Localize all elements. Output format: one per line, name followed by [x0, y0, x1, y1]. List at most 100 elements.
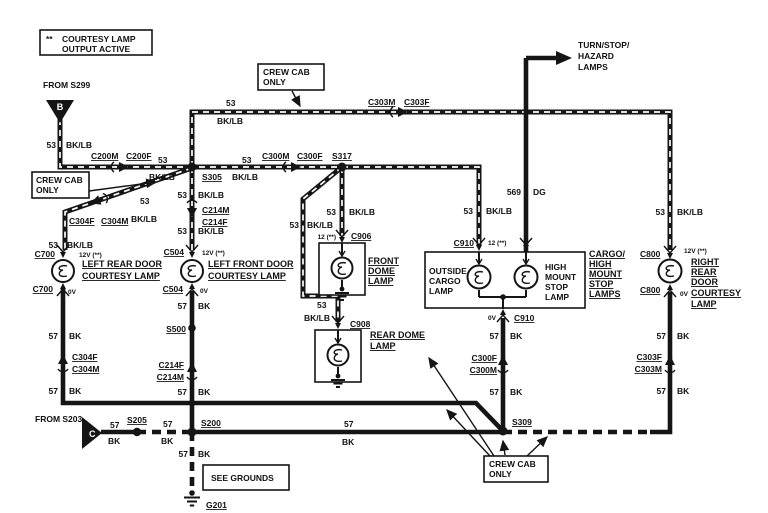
connector-c504-bottom-icon	[185, 283, 199, 297]
crew-cab-box-bottom	[483, 455, 549, 483]
connector-c910-bottom-icon	[496, 309, 510, 323]
wire-gauge: 57	[178, 301, 188, 311]
splice-s305	[187, 162, 197, 172]
right-rear-door-lamp-icon	[657, 258, 683, 284]
courtesy-note-stars: **	[46, 34, 53, 44]
wire-color: BK	[510, 331, 523, 341]
front-dome-lamp-icon	[330, 256, 354, 280]
connector-label-c303f-lower: C303F	[636, 352, 662, 362]
wire-color: BK	[198, 301, 211, 311]
wire-gauge: 53	[290, 220, 300, 230]
wire-color: BK/LB	[232, 172, 258, 182]
pin-label-12: 12 (**)	[488, 240, 506, 247]
connector-c700-top-icon	[56, 244, 70, 258]
connector-label-c214m-lower: C214M	[157, 372, 184, 382]
crew-cab-box-left	[31, 171, 90, 199]
crew-cab-top-line1: CREW CAB	[263, 67, 310, 77]
front-dome-label-1: FRONT	[368, 256, 399, 266]
wire-color: BK	[677, 386, 690, 396]
voltage-label-0v: 0V	[68, 289, 77, 296]
high-mount-label-1: HIGH	[545, 262, 566, 272]
connector-label-c304f: C304F	[69, 216, 95, 226]
connector-c504-top-icon	[185, 244, 199, 258]
wire-gauge: 57	[49, 386, 59, 396]
crew-cab-arrow-diagonal	[446, 408, 491, 457]
outside-cargo-label-2: CARGO	[429, 276, 461, 286]
see-grounds-box	[202, 464, 290, 491]
wire-gauge: 53	[327, 207, 337, 217]
crew-cab-arrow-bus	[526, 436, 549, 457]
crew-cab-left-line1: CREW CAB	[36, 175, 83, 185]
connector-label-c700-top: C700	[35, 249, 56, 259]
wire-color: BK/LB	[66, 140, 92, 150]
turn-stop-label-3: LAMPS	[578, 62, 608, 72]
splice-s500	[188, 324, 196, 332]
splice-label-s200: S200	[201, 418, 221, 428]
see-grounds-label: SEE GROUNDS	[211, 473, 274, 483]
rear-dome-lamp-icon	[326, 343, 350, 367]
cargo-arrows-in	[475, 258, 530, 266]
connector-label-c214f-lower: C214F	[158, 360, 184, 370]
wire-gauge: 57	[490, 331, 500, 341]
front-dome-label-2: DOME	[368, 266, 395, 276]
splice-label-s305: S305	[202, 172, 222, 182]
sources: B C	[46, 100, 102, 449]
wire-color: BK	[69, 331, 82, 341]
cargo-high-label-2: HIGH	[589, 259, 612, 269]
right-rear-door-label-4: COURTESY	[691, 288, 741, 298]
right-rear-door-label-2: REAR	[691, 267, 717, 277]
high-mount-lamp-icon	[513, 264, 539, 290]
stripe-overlay	[59, 119, 480, 246]
outside-cargo-label-3: LAMP	[429, 286, 453, 296]
courtesy-note-line2: OUTPUT ACTIVE	[62, 44, 130, 54]
wire-color: BK	[677, 331, 690, 341]
connector-label-c504-top: C504	[164, 247, 185, 257]
wire-color: BK/LB	[304, 313, 330, 323]
from-s203-label: FROM S203	[35, 414, 83, 424]
wire-color: BK/LB	[131, 214, 157, 224]
splice-label-s500: S500	[166, 324, 186, 334]
connector-label-c504-bottom: C504	[163, 284, 184, 294]
connector-c303-icon	[389, 106, 408, 118]
circuit-569-dg	[523, 51, 572, 252]
wire-53-top-run	[189, 109, 673, 250]
splice-s205	[132, 427, 142, 437]
wire-color: BK/LB	[677, 207, 703, 217]
wire-gauge: 53	[158, 155, 168, 165]
connector-label-c906: C906	[351, 231, 372, 241]
connector-label-c700-bottom: C700	[33, 284, 54, 294]
wire-color: BK/LB	[217, 116, 243, 126]
connector-label-c800-top: C800	[640, 249, 661, 259]
labels: FROM S299 53 BK/LB C200M C200F 53 BK/LB …	[33, 40, 741, 510]
wire-gauge: 53	[178, 226, 188, 236]
g201-ground-icon	[184, 490, 200, 507]
connector-label-c300f-lower: C300F	[471, 353, 497, 363]
connector-label-c304f-lower: C304F	[72, 352, 98, 362]
right-rear-door-label-1: RIGHT	[691, 257, 720, 267]
wire-color: DG	[533, 187, 546, 197]
wire-gauge: 57	[179, 449, 189, 459]
connector-c304-lower-icon	[57, 354, 69, 373]
pin-label-12: 12 (**)	[318, 234, 336, 241]
connector-c800-top-icon	[663, 245, 677, 259]
voltage-label-12v: 12V (**)	[202, 250, 225, 257]
rear-dome-ground-icon	[331, 373, 345, 388]
connector-label-c303m: C303M	[368, 97, 395, 107]
rear-dome-filament	[333, 348, 343, 363]
cargo-high-label-5: LAMPS	[589, 289, 621, 299]
outside-cargo-label-1: OUTSIDE	[429, 266, 467, 276]
wire-color: BK	[198, 449, 211, 459]
source-triangle-c	[82, 417, 102, 449]
left-rear-door-lamp-icon	[51, 259, 75, 283]
splice-s317	[337, 162, 347, 172]
wire-color: BK/LB	[67, 240, 93, 250]
high-mount-label-2: MOUNT	[545, 272, 577, 282]
rear-dome-arrow-in	[334, 337, 342, 345]
device-connectors	[56, 229, 677, 329]
crew-cab-left-arrow	[88, 178, 158, 192]
stripe-overlay	[191, 111, 671, 250]
inline-connectors	[57, 106, 676, 381]
voltage-label-0v: 0V	[200, 288, 209, 295]
